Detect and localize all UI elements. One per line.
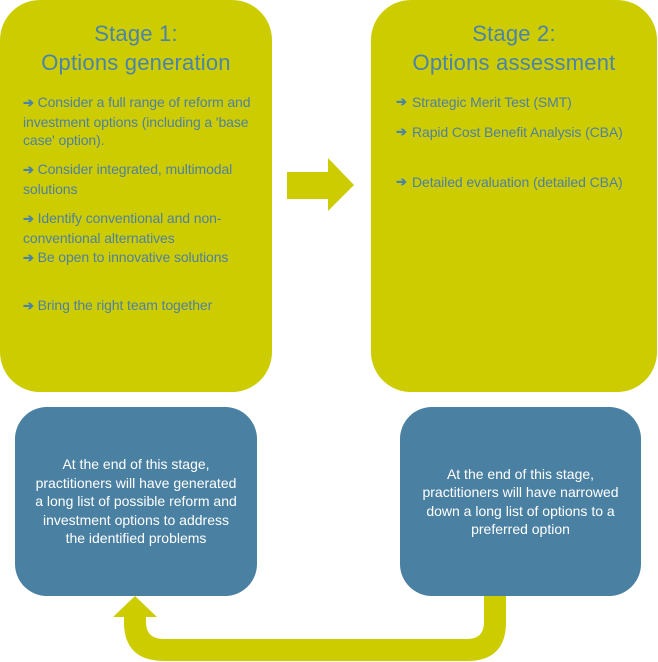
stage2-outcome-box: At the end of this stage, practitioners … bbox=[400, 407, 641, 596]
stage1-item: ➔ Bring the right team together bbox=[23, 296, 268, 316]
right-arrow-icon: ➔ bbox=[23, 250, 34, 265]
stage1-title-line2: Options generation bbox=[41, 50, 231, 75]
right-arrow-icon: ➔ bbox=[396, 94, 407, 109]
right-arrow-icon: ➔ bbox=[23, 162, 34, 177]
stage2-item: ➔ Detailed evaluation (detailed CBA) bbox=[396, 173, 658, 192]
stage2-item: ➔ Strategic Merit Test (SMT) bbox=[396, 93, 658, 112]
right-arrow-icon: ➔ bbox=[23, 211, 34, 226]
right-arrow-icon: ➔ bbox=[396, 174, 407, 189]
return-arrow-icon bbox=[113, 596, 506, 661]
stage1-item: ➔ Consider a full range of reform and in… bbox=[23, 93, 268, 150]
stage1-item: ➔ Be open to innovative solutions bbox=[23, 248, 268, 268]
stage2-box: Stage 2: Options assessment ➔ Strategic … bbox=[371, 0, 657, 392]
stage1-item-text: Consider integrated, multimodal solution… bbox=[23, 161, 233, 197]
stage2-item: ➔ Rapid Cost Benefit Analysis (CBA) bbox=[396, 123, 658, 142]
stage1-item-text: Be open to innovative solutions bbox=[37, 249, 229, 265]
stage1-item: ➔ Identify conventional and non-conventi… bbox=[23, 209, 268, 247]
stage1-item-text: Bring the right team together bbox=[37, 297, 213, 313]
stage1-outcome-box: At the end of this stage, practitioners … bbox=[15, 407, 257, 596]
stage2-item-text: Rapid Cost Benefit Analysis (CBA) bbox=[412, 124, 623, 140]
stage2-outcome-text: At the end of this stage, practitioners … bbox=[422, 465, 619, 538]
stage2-title-line2: Options assessment bbox=[412, 50, 616, 75]
stage2-item-text: Strategic Merit Test (SMT) bbox=[412, 94, 572, 110]
stage1-box: Stage 1: Options generation ➔ Consider a… bbox=[0, 0, 272, 392]
right-arrow-icon: ➔ bbox=[396, 124, 407, 139]
forward-arrow-icon bbox=[287, 158, 354, 211]
stage2-title: Stage 2: Options assessment bbox=[371, 19, 657, 77]
stage1-outcome-text: At the end of this stage, practitioners … bbox=[35, 456, 237, 547]
stage1-title: Stage 1: Options generation bbox=[0, 19, 272, 77]
right-arrow-icon: ➔ bbox=[23, 95, 34, 110]
stage1-title-line1: Stage 1: bbox=[94, 21, 178, 46]
stage2-item-text: Detailed evaluation (detailed CBA) bbox=[412, 174, 623, 190]
right-arrow-icon: ➔ bbox=[23, 298, 34, 313]
stage1-item-text: Identify conventional and non-convention… bbox=[23, 210, 222, 246]
stage2-title-line1: Stage 2: bbox=[472, 21, 556, 46]
stage1-item: ➔ Consider integrated, multimodal soluti… bbox=[23, 160, 268, 198]
stage1-item-text: Consider a full range of reform and inve… bbox=[23, 94, 251, 148]
